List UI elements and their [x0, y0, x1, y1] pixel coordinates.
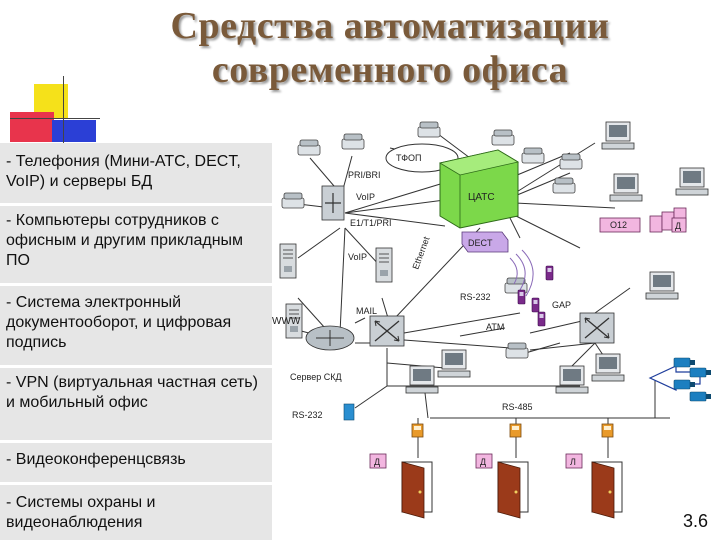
- card-reader-icon: [509, 423, 522, 438]
- phone-icon: [341, 133, 365, 150]
- label-rs232-b: RS-232: [292, 410, 323, 420]
- panel-separator: [0, 365, 272, 368]
- feature-item-telephony: - Телефония (Мини-АТС, DECT, VoIP) и сер…: [6, 153, 241, 190]
- feature-item-edms: - Система электронный документооборот, и…: [6, 294, 232, 351]
- computer-icon: [437, 349, 471, 378]
- title-line-2: современного офиса: [211, 49, 569, 91]
- network-switch-icon: [579, 312, 615, 344]
- title-line-1: Средства автоматизации: [170, 5, 610, 47]
- mobile-phone-icon: [537, 311, 546, 327]
- computer-icon: [591, 353, 625, 382]
- panel-separator: [0, 203, 272, 206]
- label-d2: Д: [480, 457, 486, 467]
- phone-icon: [297, 139, 321, 156]
- phone-icon: [559, 153, 583, 170]
- server-icon: [279, 243, 297, 279]
- card-reader-icon: [601, 423, 614, 438]
- o12-module: [599, 217, 641, 233]
- label-voip-2: VoIP: [348, 252, 367, 262]
- mobile-phone-icon: [517, 289, 526, 305]
- panel-separator: [0, 482, 272, 485]
- deco-blue-square: [52, 120, 96, 142]
- dect-base: [461, 231, 509, 253]
- phone-icon: [281, 192, 305, 209]
- mobile-phone-icon: [531, 297, 540, 313]
- label-server-skd: Сервер СКД: [290, 372, 342, 382]
- computer-icon: [609, 173, 643, 202]
- server-icon: [375, 247, 393, 283]
- label-l1: Л: [570, 457, 576, 467]
- label-catc: ЦАТС: [468, 192, 495, 203]
- label-rs232-a: RS-232: [460, 292, 491, 302]
- label-ethernet: Ethernet: [410, 235, 431, 271]
- label-tsop: ТФОП: [396, 153, 422, 163]
- skd-controller: [343, 403, 355, 421]
- phone-icon: [552, 177, 576, 194]
- label-rs485: RS-485: [502, 402, 533, 412]
- computer-icon: [675, 167, 709, 196]
- feature-item-vpn: - VPN (виртуальная частная сеть) и мобил…: [6, 374, 258, 411]
- label-dect: DECT: [468, 238, 493, 248]
- phone-icon: [491, 129, 515, 146]
- computer-icon: [405, 365, 439, 394]
- panel-separator: [0, 440, 272, 443]
- page-title: Средства автоматизации современного офис…: [90, 4, 690, 92]
- label-www: WWW: [272, 316, 301, 327]
- label-o12: О12: [610, 220, 627, 230]
- door-icon: [591, 461, 623, 519]
- deco-horizontal-line: [10, 118, 100, 119]
- feature-item-videoconf: - Видеоконференцсвязь: [6, 451, 186, 468]
- computer-icon: [645, 271, 679, 300]
- mobile-phone-icon: [545, 265, 554, 281]
- phone-icon: [417, 121, 441, 138]
- features-panel: [0, 143, 272, 540]
- label-gap: GAP: [552, 300, 571, 310]
- network-diagram: ТФОП PRI/BRI VoIP E1/T1/PRI ЦАТС Etherne…: [272, 121, 712, 519]
- phone-icon: [505, 342, 529, 359]
- door-icon: [497, 461, 529, 519]
- network-switch-icon: [369, 315, 405, 347]
- deco-vertical-line: [63, 76, 64, 156]
- label-d1: Д: [374, 457, 380, 467]
- label-e1: E1/T1/PRI: [350, 218, 392, 228]
- camera-icon: [689, 391, 712, 402]
- label-d3: Д: [675, 221, 681, 231]
- page-number: 3.6: [682, 511, 708, 531]
- label-pri-bri: PRI/BRI: [348, 170, 381, 180]
- label-atm: ATM: [486, 322, 504, 332]
- wireless-signal-icon: [509, 249, 534, 297]
- label-voip-1: VoIP: [356, 192, 375, 202]
- card-reader-icon: [411, 423, 424, 438]
- computer-icon: [601, 121, 635, 150]
- computer-icon: [555, 365, 589, 394]
- camera-icon: [689, 367, 712, 378]
- deco-red-square: [10, 112, 54, 142]
- phone-icon: [521, 147, 545, 164]
- panel-separator: [0, 283, 272, 286]
- label-mail: MAIL: [356, 306, 377, 316]
- camera-icon: [673, 357, 696, 368]
- door-icon: [401, 461, 433, 519]
- feature-item-security: - Системы охраны и видеонаблюдения: [6, 494, 156, 531]
- feature-item-computers: - Компьютеры сотрудников с офисным и дру…: [6, 212, 244, 269]
